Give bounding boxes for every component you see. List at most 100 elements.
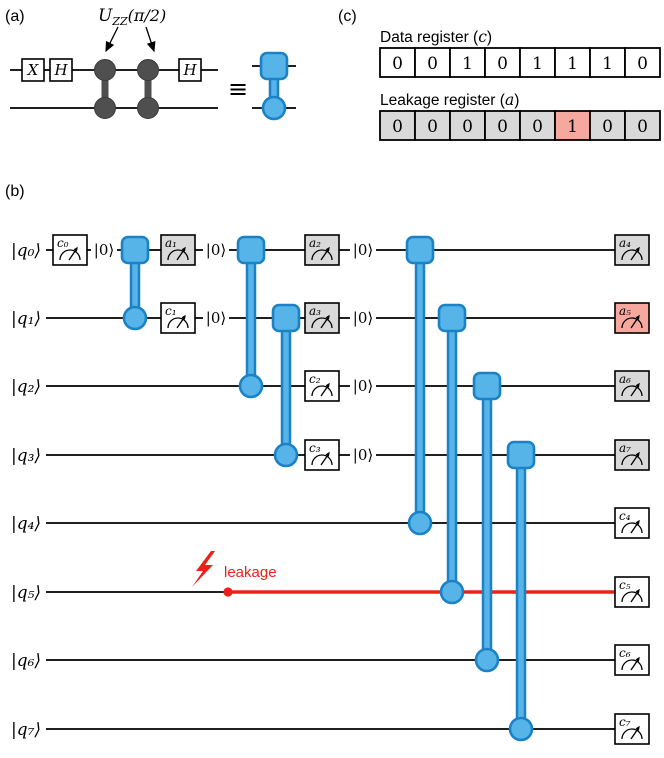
- svg-text:c₅: c₅: [619, 578, 631, 592]
- gate-circle: [439, 579, 465, 605]
- leakage-cell-value: 0: [427, 117, 438, 137]
- uzz-gate-2: [137, 59, 159, 119]
- gate-circle: [273, 442, 299, 468]
- leakage-cell: [589, 110, 626, 141]
- gate-square: [120, 235, 150, 265]
- ket-zero: |0⟩: [353, 241, 373, 259]
- gate-square: [437, 303, 467, 333]
- data-cell-value: 1: [532, 54, 543, 74]
- ket-zero: |0⟩: [353, 377, 373, 395]
- meter-c5: c₅: [614, 576, 650, 608]
- svg-text:c₁: c₁: [165, 304, 177, 318]
- h-gate-2: H: [178, 58, 202, 82]
- leakage-cell: [414, 110, 451, 141]
- meter-c4: c₄: [614, 507, 650, 539]
- qubit-label-q0: |q₀⟩: [11, 241, 41, 261]
- qubit-label-q1: |q₁⟩: [11, 309, 41, 329]
- data-cell: [624, 47, 661, 78]
- svg-text:c₃: c₃: [309, 441, 321, 455]
- leakage-start-dot: [223, 587, 233, 597]
- label-arrow-right: [145, 26, 156, 53]
- meter-a4: a₄: [614, 234, 650, 266]
- svg-text:a₅: a₅: [619, 304, 631, 318]
- ket-zero: |0⟩: [353, 309, 373, 327]
- data-cell: [379, 47, 416, 78]
- qubit-label-q5: |q₅⟩: [11, 583, 41, 603]
- gate-square: [472, 371, 502, 401]
- uzz-gate-1: [94, 59, 116, 119]
- qubit-label-q3: |q₃⟩: [11, 446, 41, 466]
- cz-gate-q3-q7: [506, 440, 536, 742]
- gate-square: [506, 440, 536, 470]
- gate-circle: [407, 510, 433, 536]
- blue-gate-circle: [261, 95, 287, 121]
- gate-circle: [122, 305, 148, 331]
- qubit-label-q6: |q₆⟩: [11, 651, 41, 671]
- label-arrow-left: [105, 26, 119, 53]
- gate-circle: [474, 647, 500, 673]
- equivalence-symbol: ≡: [228, 75, 248, 103]
- gate-circle: [508, 716, 534, 742]
- data-register-title: Data register (c): [380, 28, 492, 46]
- blue-gate-symbol: [252, 51, 296, 121]
- svg-text:c₄: c₄: [619, 509, 631, 523]
- data-cell-value: 1: [462, 54, 473, 74]
- data-cell: [449, 47, 486, 78]
- leakage-cell-value: 0: [392, 117, 403, 137]
- panel-b-tag: (b): [5, 183, 25, 200]
- data-cell-value: 0: [497, 54, 508, 74]
- meter-a5-leakage-flag: a₅: [614, 302, 650, 334]
- svg-text:a₄: a₄: [619, 236, 631, 250]
- data-cell-value: 0: [392, 54, 403, 74]
- panel-c-tag: (c): [338, 8, 357, 25]
- leakage-text: leakage: [224, 564, 277, 581]
- leakage-cell-value: 0: [602, 117, 613, 137]
- ket-zero-labels: |0⟩ |0⟩ |0⟩ |0⟩ |0⟩ |0⟩ |0⟩: [91, 240, 376, 464]
- panel-a: (a) UZZ(π/2) X H H ≡: [5, 6, 296, 121]
- uzz-gate-label: UZZ(π/2): [98, 6, 166, 28]
- cz-gate-q1-q3: [271, 303, 301, 468]
- svg-text:c₂: c₂: [309, 372, 321, 386]
- data-cell-value: 1: [602, 54, 613, 74]
- leakage-cell-value: 0: [497, 117, 508, 137]
- x-gate: X: [21, 58, 45, 82]
- data-cell-value: 0: [427, 54, 438, 74]
- meter-c3: c₃: [304, 439, 340, 471]
- gate-square: [405, 235, 435, 265]
- leakage-cell: [379, 110, 416, 141]
- meter-c0: c₀: [52, 234, 88, 266]
- meter-a6: a₆: [614, 370, 650, 402]
- ket-zero: |0⟩: [206, 241, 226, 259]
- meter-a7: a₇: [614, 439, 650, 471]
- qubit-label-q7: |q₇⟩: [11, 720, 41, 740]
- meter-a2: a₂: [304, 234, 340, 266]
- svg-text:a₆: a₆: [619, 372, 631, 386]
- ket-zero: |0⟩: [206, 309, 226, 327]
- leakage-register-title: Leakage register (a): [380, 91, 519, 109]
- cz-gate-q2-q6: [472, 371, 502, 673]
- qubit-label-q4: |q₄⟩: [11, 514, 41, 534]
- svg-text:a₁: a₁: [165, 236, 177, 250]
- meter-c2: c₂: [304, 370, 340, 402]
- cz-gate-q0-q1: [120, 235, 150, 331]
- h-gate-1: H: [49, 58, 73, 82]
- svg-text:c₇: c₇: [619, 715, 631, 729]
- meter-c7: c₇: [614, 713, 650, 745]
- gate-square: [271, 303, 301, 333]
- svg-text:c₆: c₆: [619, 646, 631, 660]
- blue-gate-square: [259, 51, 289, 81]
- leakage-cell: [624, 110, 661, 141]
- leakage-cell-value: 0: [637, 117, 648, 137]
- ket-zero: |0⟩: [353, 446, 373, 464]
- gate-circle: [238, 373, 264, 399]
- cz-gate-q0-q4: [405, 235, 435, 536]
- cz-gate-q1-q5: [437, 303, 467, 605]
- h-gate-2-label: H: [182, 61, 197, 79]
- data-cell-value: 1: [567, 54, 578, 74]
- cz-gate-q0-q2: [236, 235, 266, 399]
- h-gate-1-label: H: [53, 61, 68, 79]
- svg-text:a₂: a₂: [309, 236, 321, 250]
- leakage-register-cells: 0 0 0 0 0 1 0 0: [379, 110, 661, 141]
